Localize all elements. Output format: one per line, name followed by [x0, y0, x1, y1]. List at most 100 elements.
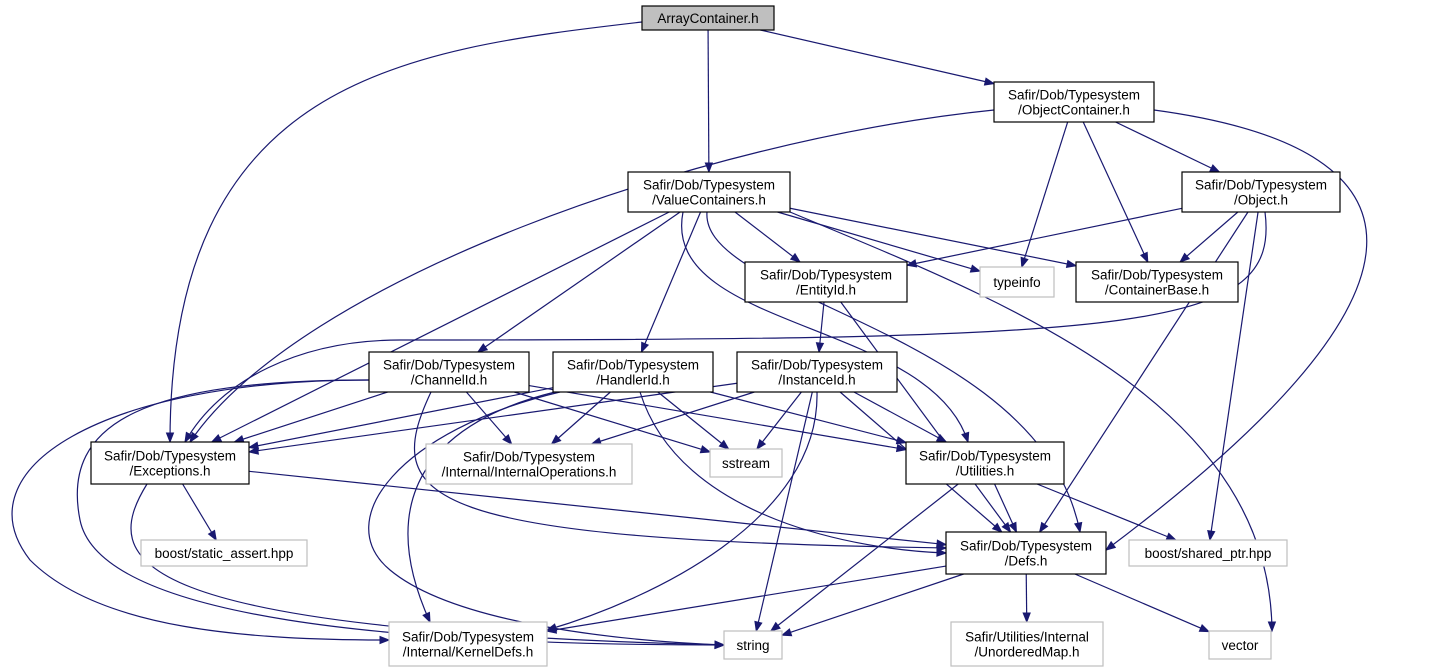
node-label-line: Safir/Dob/Typesystem [1195, 178, 1327, 193]
node-box [388, 621, 548, 667]
nodes-layer: ArrayContainer.hSafir/Dob/Typesystem/Obj… [90, 5, 1341, 667]
edge-defs-to-string [780, 573, 964, 637]
node-string[interactable]: string [723, 630, 783, 660]
node-label-line: ArrayContainer.h [657, 11, 758, 26]
node-label-line: Safir/Dob/Typesystem [104, 449, 236, 464]
node-kerneldefs[interactable]: Safir/Dob/Typesystem/Internal/KernelDefs… [388, 621, 548, 667]
node-box [140, 539, 308, 567]
edge-channelid-to-string [76, 379, 726, 650]
edge-defs-to-vector [1074, 573, 1211, 633]
edge-objcont-to-contbase [1082, 121, 1149, 264]
edge-valcont-to-contbase [789, 207, 1078, 269]
node-label-line: sstream [722, 456, 770, 471]
node-box [425, 443, 633, 485]
node-exceptions[interactable]: Safir/Dob/Typesystem/Exceptions.h [90, 441, 250, 485]
node-label-line: /ValueContainers.h [652, 193, 766, 208]
edge-handlerid-to-defs [639, 391, 948, 557]
edge-valcont-to-handlerid [640, 211, 702, 354]
edge-instanceid-to-utilities [853, 391, 948, 443]
edge-valcont-to-typeinfo [777, 211, 982, 273]
edge-instanceid-to-string [754, 391, 813, 633]
node-box [1075, 261, 1239, 303]
node-valcont[interactable]: Safir/Dob/Typesystem/ValueContainers.h [627, 171, 791, 213]
node-staticassert[interactable]: boost/static_assert.hpp [140, 539, 308, 567]
edge-object-to-defs [1038, 211, 1249, 534]
node-objcont[interactable]: Safir/Dob/Typesystem/ObjectContainer.h [993, 81, 1155, 123]
edge-exceptions-to-defs [248, 470, 948, 548]
node-array[interactable]: ArrayContainer.h [641, 5, 775, 31]
node-channelid[interactable]: Safir/Dob/Typesystem/ChannelId.h [368, 351, 530, 393]
node-instanceid[interactable]: Safir/Dob/Typesystem/InstanceId.h [736, 351, 898, 393]
node-box [368, 351, 530, 393]
node-label-line: /ChannelId.h [411, 373, 488, 388]
node-label-line: Safir/Dob/Typesystem [643, 178, 775, 193]
node-label-line: /Exceptions.h [129, 464, 210, 479]
edge-exceptions-to-staticassert [182, 483, 217, 542]
node-box [993, 81, 1155, 123]
node-contbase[interactable]: Safir/Dob/Typesystem/ContainerBase.h [1075, 261, 1239, 303]
node-box [552, 351, 714, 393]
node-label-line: /UnorderedMap.h [974, 645, 1079, 660]
edge-instanceid-to-sstream [756, 391, 802, 451]
edge-objcont-to-typeinfo [1020, 121, 1069, 269]
edge-valcont-to-entityid [734, 211, 802, 263]
edge-channelid-to-utilities [528, 384, 908, 453]
node-handlerid[interactable]: Safir/Dob/Typesystem/HandlerId.h [552, 351, 714, 393]
node-box [1181, 171, 1341, 213]
edge-handlerid-to-sstream [657, 391, 730, 450]
node-box [90, 441, 250, 485]
edge-array-to-exceptions [165, 21, 643, 444]
edge-array-to-objcont [760, 29, 996, 86]
node-box [1128, 539, 1288, 567]
node-label-line: typeinfo [993, 275, 1040, 290]
node-box [709, 448, 783, 478]
edge-channelid-to-sstream [514, 391, 712, 454]
node-label-line: Safir/Dob/Typesystem [960, 539, 1092, 554]
edge-object-to-exceptions [184, 211, 1267, 444]
node-box [979, 266, 1055, 298]
edge-valcont-to-exceptions [210, 211, 670, 443]
node-label-line: /HandlerId.h [596, 373, 670, 388]
edge-utilities-to-string [769, 483, 959, 632]
edge-entityid-to-instanceid [815, 301, 825, 354]
edge-entityid-to-defs [840, 301, 1012, 534]
node-box [641, 5, 775, 31]
node-box [945, 531, 1107, 575]
node-label-line: /EntityId.h [796, 283, 856, 298]
node-label-line: Safir/Dob/Typesystem [919, 449, 1051, 464]
node-label-line: Safir/Dob/Typesystem [760, 268, 892, 283]
node-unorderedmap[interactable]: Safir/Utilities/Internal/UnorderedMap.h [950, 621, 1104, 667]
edge-utilities-to-defs [994, 483, 1018, 534]
node-label-line: boost/shared_ptr.hpp [1145, 546, 1272, 561]
node-box [627, 171, 791, 213]
node-entityid[interactable]: Safir/Dob/Typesystem/EntityId.h [744, 261, 908, 303]
node-label-line: Safir/Dob/Typesystem [463, 450, 595, 465]
node-utilities[interactable]: Safir/Dob/Typesystem/Utilities.h [905, 441, 1065, 485]
edge-handlerid-to-internalops [550, 391, 611, 445]
node-label-line: Safir/Dob/Typesystem [1008, 88, 1140, 103]
node-box [723, 630, 783, 660]
node-label-line: string [736, 638, 769, 653]
node-internalops[interactable]: Safir/Dob/Typesystem/Internal/InternalOp… [425, 443, 633, 485]
node-sstream[interactable]: sstream [709, 448, 783, 478]
node-label-line: Safir/Dob/Typesystem [1091, 268, 1223, 283]
node-label-line: Safir/Dob/Typesystem [402, 630, 534, 645]
edge-handlerid-to-string [368, 391, 726, 649]
edge-instanceid-to-exceptions [247, 382, 738, 455]
node-label-line: Safir/Dob/Typesystem [751, 358, 883, 373]
edge-objcont-to-object [1115, 121, 1221, 173]
node-label-line: boost/static_assert.hpp [155, 546, 294, 561]
edge-objcont-to-defs [1104, 109, 1368, 551]
node-typeinfo[interactable]: typeinfo [979, 266, 1055, 298]
node-box [744, 261, 908, 303]
node-vector[interactable]: vector [1208, 630, 1272, 660]
node-object[interactable]: Safir/Dob/Typesystem/Object.h [1181, 171, 1341, 213]
node-label-line: Safir/Dob/Typesystem [383, 358, 515, 373]
node-label-line: Safir/Utilities/Internal [965, 630, 1089, 645]
node-label-line: /ContainerBase.h [1105, 283, 1209, 298]
node-sharedptr[interactable]: boost/shared_ptr.hpp [1128, 539, 1288, 567]
node-box [1208, 630, 1272, 660]
node-label-line: /ObjectContainer.h [1018, 103, 1130, 118]
node-defs[interactable]: Safir/Dob/Typesystem/Defs.h [945, 531, 1107, 575]
